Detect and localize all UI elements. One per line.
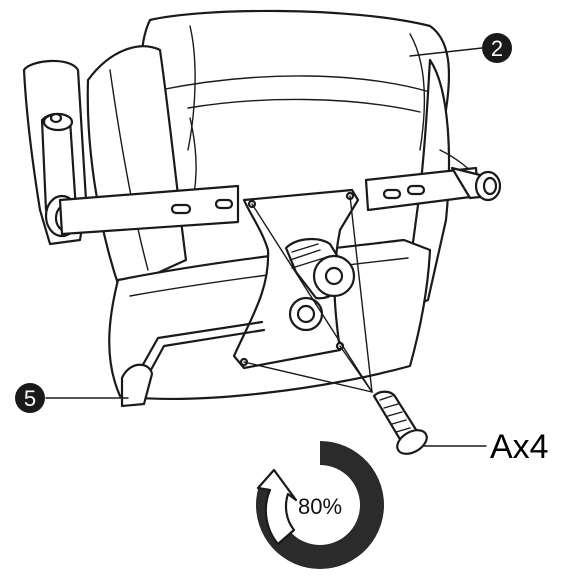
right-arm-bracket <box>364 166 502 212</box>
tilt-mechanism <box>232 188 360 370</box>
rotation-arrow <box>256 468 298 546</box>
callout-5-number: 5 <box>24 386 36 411</box>
rotation-indicator: 80% <box>255 441 385 569</box>
callout-2-leader <box>409 47 483 57</box>
left-arm-bracket <box>58 184 240 236</box>
callout-2-badge <box>482 33 512 63</box>
rotation-ring <box>255 441 385 569</box>
bolt <box>372 390 428 455</box>
part-label-ax4: Ax4 <box>490 428 549 466</box>
tilt-lever <box>120 320 266 408</box>
callout-5-badge <box>15 383 45 413</box>
bolt-leader-lines <box>243 195 373 393</box>
callout-2-number: 2 <box>491 36 503 61</box>
rotation-percent: 80% <box>298 494 342 519</box>
